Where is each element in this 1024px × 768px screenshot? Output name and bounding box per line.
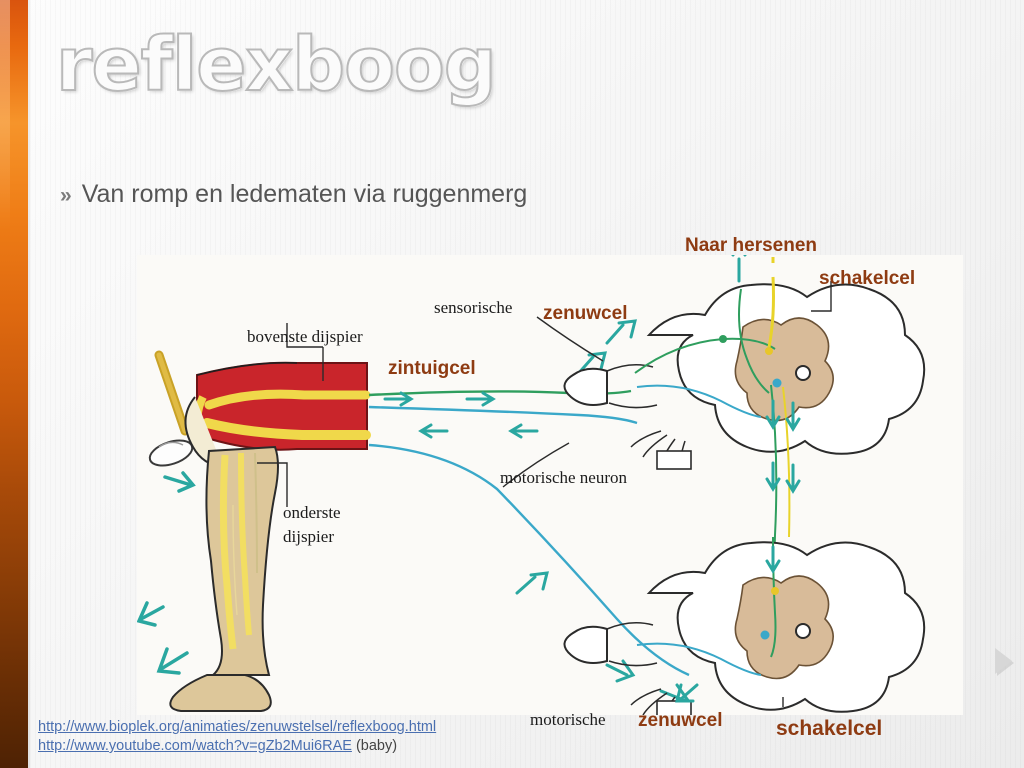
scanlabel-dijspier: dijspier: [283, 527, 334, 546]
next-slide-arrow-icon[interactable]: [995, 648, 1012, 674]
spinal-cord-lower: [563, 536, 926, 715]
left-accent-bar: [0, 0, 28, 768]
reflex-hammer: [148, 350, 194, 467]
annot-naar-hersenen: Naar hersenen: [685, 235, 818, 256]
reflex-arc-illustration: [137, 255, 963, 715]
annot-zenuwcel-bottom: zenuwcel: [638, 710, 723, 731]
source-links: http://www.bioplek.org/animaties/zenuwst…: [38, 718, 436, 756]
annot-zenuwcel-top: zenuwcel: [543, 303, 628, 324]
bullet-row: » Van romp en ledematen via ruggenmerg: [60, 180, 860, 209]
page-title: reflexboog: [55, 21, 498, 109]
annot-zintuigcel: zintuigcel: [388, 358, 476, 379]
reflex-arc-figure: Naar hersenen schakelcel zenuwcel zintui…: [137, 235, 963, 740]
leg-label-leaders: [257, 323, 324, 507]
accent-bar-edge: [28, 0, 30, 768]
link-row-1: http://www.bioplek.org/animaties/zenuwst…: [38, 718, 436, 737]
scanlabel-sensorische: sensorische: [434, 298, 513, 317]
scanlabel-motorische-neuron: motorische neuron: [500, 468, 627, 487]
bioplek-link[interactable]: http://www.bioplek.org/animaties/zenuwst…: [38, 719, 437, 735]
annot-schakelcel-bottom: schakelcel: [776, 717, 883, 740]
bullet-text: Van romp en ledematen via ruggenmerg: [81, 180, 528, 208]
scanlabel-onderste: onderste: [283, 503, 341, 522]
annot-schakelcel-top: schakelcel: [819, 268, 916, 289]
bullet-marker-icon: »: [60, 184, 72, 207]
youtube-link-suffix: (baby): [351, 738, 398, 754]
link-row-2: http://www.youtube.com/watch?v=gZb2Mui6R…: [38, 737, 436, 756]
scanlabel-bovenste-dijspier: bovenste dijspier: [247, 327, 363, 346]
youtube-link[interactable]: http://www.youtube.com/watch?v=gZb2Mui6R…: [38, 738, 352, 754]
left-accent-bar-highlight: [0, 0, 10, 768]
scanlabel-motorische: motorische: [530, 710, 606, 729]
